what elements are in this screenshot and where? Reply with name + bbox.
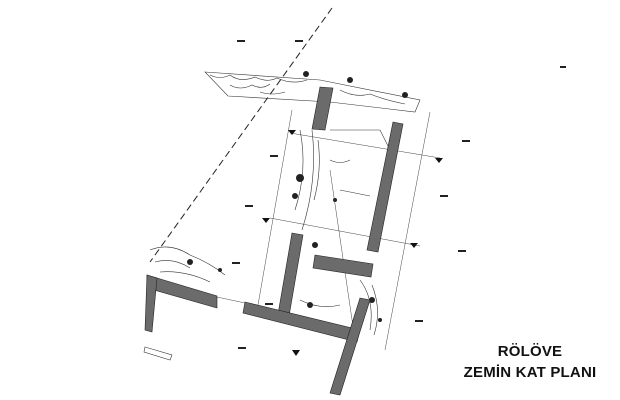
rubble-stonework <box>149 71 421 336</box>
level-markers <box>262 130 443 356</box>
dimension-lines <box>216 109 441 351</box>
walls <box>144 86 404 396</box>
dense-hatching <box>187 71 408 322</box>
title-line-2: ZEMİN KAT PLANI <box>463 364 597 381</box>
section-cut-line <box>149 7 333 263</box>
title-line-1: RÖLÖVE <box>497 343 563 360</box>
elevation-marks <box>232 40 566 349</box>
steps <box>143 346 173 361</box>
